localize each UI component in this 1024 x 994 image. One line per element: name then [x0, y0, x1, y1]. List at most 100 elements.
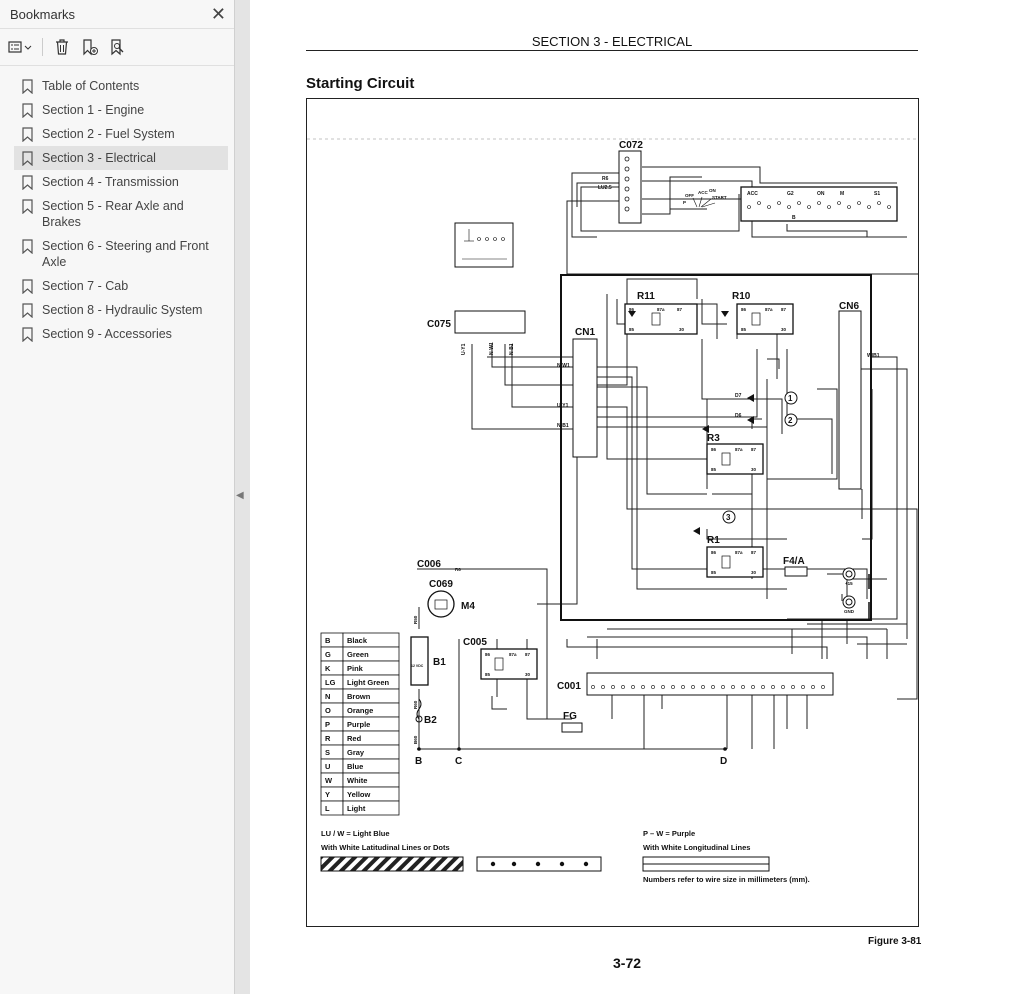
m4-label: M4: [461, 601, 475, 612]
c005-label: C005: [463, 637, 487, 648]
bookmark-item[interactable]: Section 8 - Hydraulic System: [14, 298, 228, 322]
r10-pin-85: 85: [741, 327, 747, 332]
terminal-d: D: [720, 756, 727, 767]
legend-color-name: Black: [347, 636, 368, 645]
legend-color-name: Blue: [347, 762, 363, 771]
legend-code: LG: [325, 678, 336, 687]
cn6-connector: [838, 310, 862, 490]
header-rule: [306, 50, 918, 51]
bookmark-item[interactable]: Section 2 - Fuel System: [14, 122, 228, 146]
bookmark-icon: [22, 239, 33, 254]
terminal-b: B: [415, 756, 422, 767]
wire-label-r60: R60: [413, 700, 418, 709]
r11-pin-87: 87: [677, 307, 683, 312]
wire-label-nb1-cn1: N-B1: [557, 423, 569, 429]
figure-frame: C072 R6 LU2.5 OFF P ACC ON START ACC G2 …: [306, 98, 919, 927]
r1-pin-87a: 87a: [735, 550, 743, 555]
relay-c005: [480, 648, 538, 680]
wire-harness: [417, 157, 918, 750]
bookmark-icon: [22, 151, 33, 166]
battery-voltage-label: 12 VDC: [411, 664, 424, 668]
legend-code: B: [325, 636, 331, 645]
list-options-icon[interactable]: [8, 35, 34, 59]
bookmark-item[interactable]: Section 9 - Accessories: [14, 322, 228, 346]
delete-bookmark-icon[interactable]: [51, 35, 73, 59]
legend-code: P: [325, 720, 330, 729]
diode-d6-label: D6: [735, 413, 742, 419]
bookmark-item[interactable]: Section 4 - Transmission: [14, 170, 228, 194]
c005-pin-86: 86: [485, 652, 491, 657]
wire-label-nw1-cn1: N-W1: [557, 363, 570, 369]
circle-3: [722, 510, 736, 524]
bookmark-item[interactable]: Table of Contents: [14, 74, 228, 98]
b1-label: B1: [433, 657, 446, 668]
legend-color-name: Orange: [347, 706, 373, 715]
terminal-c: C: [455, 756, 462, 767]
r1-label: R1: [707, 535, 720, 546]
find-bookmark-icon[interactable]: [107, 35, 129, 59]
collapse-panel-icon[interactable]: ◀: [236, 490, 244, 501]
bookmark-icon: [22, 103, 33, 118]
r1-pin-85: 85: [711, 570, 717, 575]
circle-1: [784, 391, 798, 405]
r11-pin-85: 85: [629, 327, 635, 332]
bookmark-icon: [22, 279, 33, 294]
legend-color-name: Light Green: [347, 678, 390, 687]
r3-pin-87: 87: [751, 447, 757, 452]
bookmark-label: Section 7 - Cab: [42, 279, 129, 293]
legend-color-name: Green: [347, 650, 369, 659]
starter-motor-m4: [427, 590, 455, 618]
wire-label-lu25: LU2.5: [598, 185, 612, 191]
r3-label: R3: [707, 433, 720, 444]
note-p-w-desc: With White Longitudinal Lines: [643, 843, 750, 852]
bookmark-label: Section 1 - Engine: [42, 103, 145, 117]
legend-color-name: Red: [347, 734, 362, 743]
bookmark-label: Section 2 - Fuel System: [42, 127, 175, 141]
legend-code: Y: [325, 790, 330, 799]
legend-code: O: [325, 706, 331, 715]
r3-pin-85: 85: [711, 467, 717, 472]
r11-label: R11: [637, 291, 655, 302]
bookmark-item[interactable]: Section 3 - Electrical: [14, 146, 228, 170]
legend-code: N: [325, 692, 330, 701]
bookmark-icon: [22, 199, 33, 214]
r3-pin-86: 86: [711, 447, 717, 452]
page-title: Starting Circuit: [306, 75, 415, 92]
legend-code: W: [325, 776, 333, 785]
switch-label-m: M: [840, 191, 844, 197]
wire-label-r6: R6: [602, 176, 609, 182]
bookmark-label: Section 8 - Hydraulic System: [42, 303, 203, 317]
bookmark-label: Section 5 - Rear Axle and Brakes: [42, 199, 184, 229]
switch-label-start: START: [712, 195, 727, 200]
r10-pin-87a: 87a: [765, 307, 773, 312]
figure-caption: Figure 3-81: [868, 936, 922, 947]
battery-b1: [410, 636, 429, 686]
bookmarks-header: Bookmarks ✕: [0, 0, 234, 29]
relay-r1: [706, 546, 764, 578]
r11-pin-87a: 87a: [657, 307, 665, 312]
relay-r11: [624, 303, 698, 335]
circle-1-label: 1: [788, 394, 793, 403]
circle-3-label: 3: [726, 513, 731, 522]
bookmark-item[interactable]: Section 5 - Rear Axle and Brakes: [14, 194, 228, 234]
switch-label-s1: S1: [874, 191, 880, 197]
bookmark-item[interactable]: Section 7 - Cab: [14, 274, 228, 298]
bookmark-item[interactable]: Section 1 - Engine: [14, 98, 228, 122]
diode-d7-label: D7: [735, 393, 742, 399]
gnd-label: GND: [844, 609, 855, 614]
bookmarks-title: Bookmarks: [10, 6, 76, 22]
r10-pin-30: 30: [781, 327, 787, 332]
add-bookmark-icon[interactable]: [79, 35, 101, 59]
legend-name-cell: [342, 800, 400, 816]
legend-color-name: Purple: [347, 720, 370, 729]
bookmark-icon: [22, 303, 33, 318]
switch-block: [454, 222, 514, 268]
c005-pin-87a: 87a: [509, 652, 517, 657]
c069-label: C069: [429, 579, 453, 590]
fg-label: FG: [563, 711, 577, 722]
bookmark-item[interactable]: Section 6 - Steering and Front Axle: [14, 234, 228, 274]
close-icon[interactable]: ✕: [210, 4, 226, 24]
c072-label: C072: [619, 140, 643, 151]
